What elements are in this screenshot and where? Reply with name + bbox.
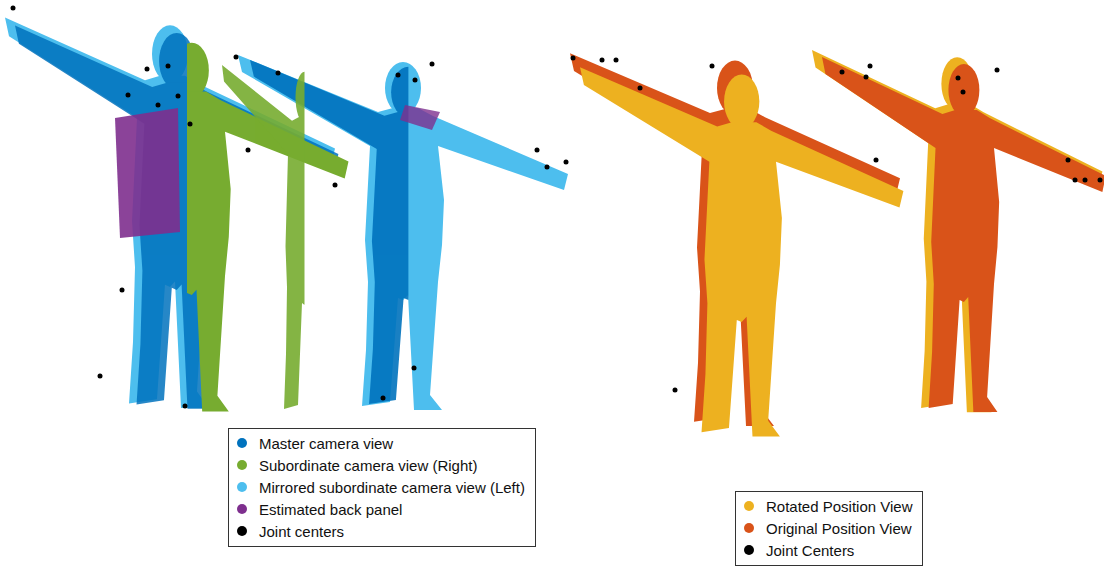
legend-row: Mirrored subordinate camera view (Left) xyxy=(237,476,525,498)
legend-text: Mirrored subordinate camera view (Left) xyxy=(259,479,525,496)
legend-text: Estimated back panel xyxy=(259,501,402,518)
legend-box: Master camera viewSubordinate camera vie… xyxy=(228,428,536,547)
legend-text: Master camera view xyxy=(259,435,393,452)
legend-row: Joint Centers xyxy=(744,539,912,561)
legend-row: Joint centers xyxy=(237,520,525,542)
legend-swatch xyxy=(237,438,247,448)
legend-row: Master camera view xyxy=(237,432,525,454)
original-point-cloud xyxy=(812,50,1104,412)
legend-text: Joint Centers xyxy=(766,542,854,559)
legend-swatch xyxy=(744,523,754,533)
legend-swatch xyxy=(237,460,247,470)
legend-row: Estimated back panel xyxy=(237,498,525,520)
legend-swatch xyxy=(237,526,247,536)
legend-swatch xyxy=(237,482,247,492)
merged-point-cloud-side xyxy=(222,55,568,413)
legend-text: Original Position View xyxy=(766,520,912,537)
legend-swatch xyxy=(744,501,754,511)
joint-center-dots xyxy=(11,6,1103,409)
legend-swatch xyxy=(237,504,247,514)
legend-text: Rotated Position View xyxy=(766,498,912,515)
legend-swatch xyxy=(744,545,754,555)
rotated-point-cloud xyxy=(570,53,903,436)
legend-row: Rotated Position View xyxy=(744,495,912,517)
legend-box: Rotated Position ViewOriginal Position V… xyxy=(735,491,923,566)
legend-text: Joint centers xyxy=(259,523,344,540)
legend-text: Subordinate camera view (Right) xyxy=(259,457,477,474)
legend-row: Original Position View xyxy=(744,517,912,539)
legend-row: Subordinate camera view (Right) xyxy=(237,454,525,476)
